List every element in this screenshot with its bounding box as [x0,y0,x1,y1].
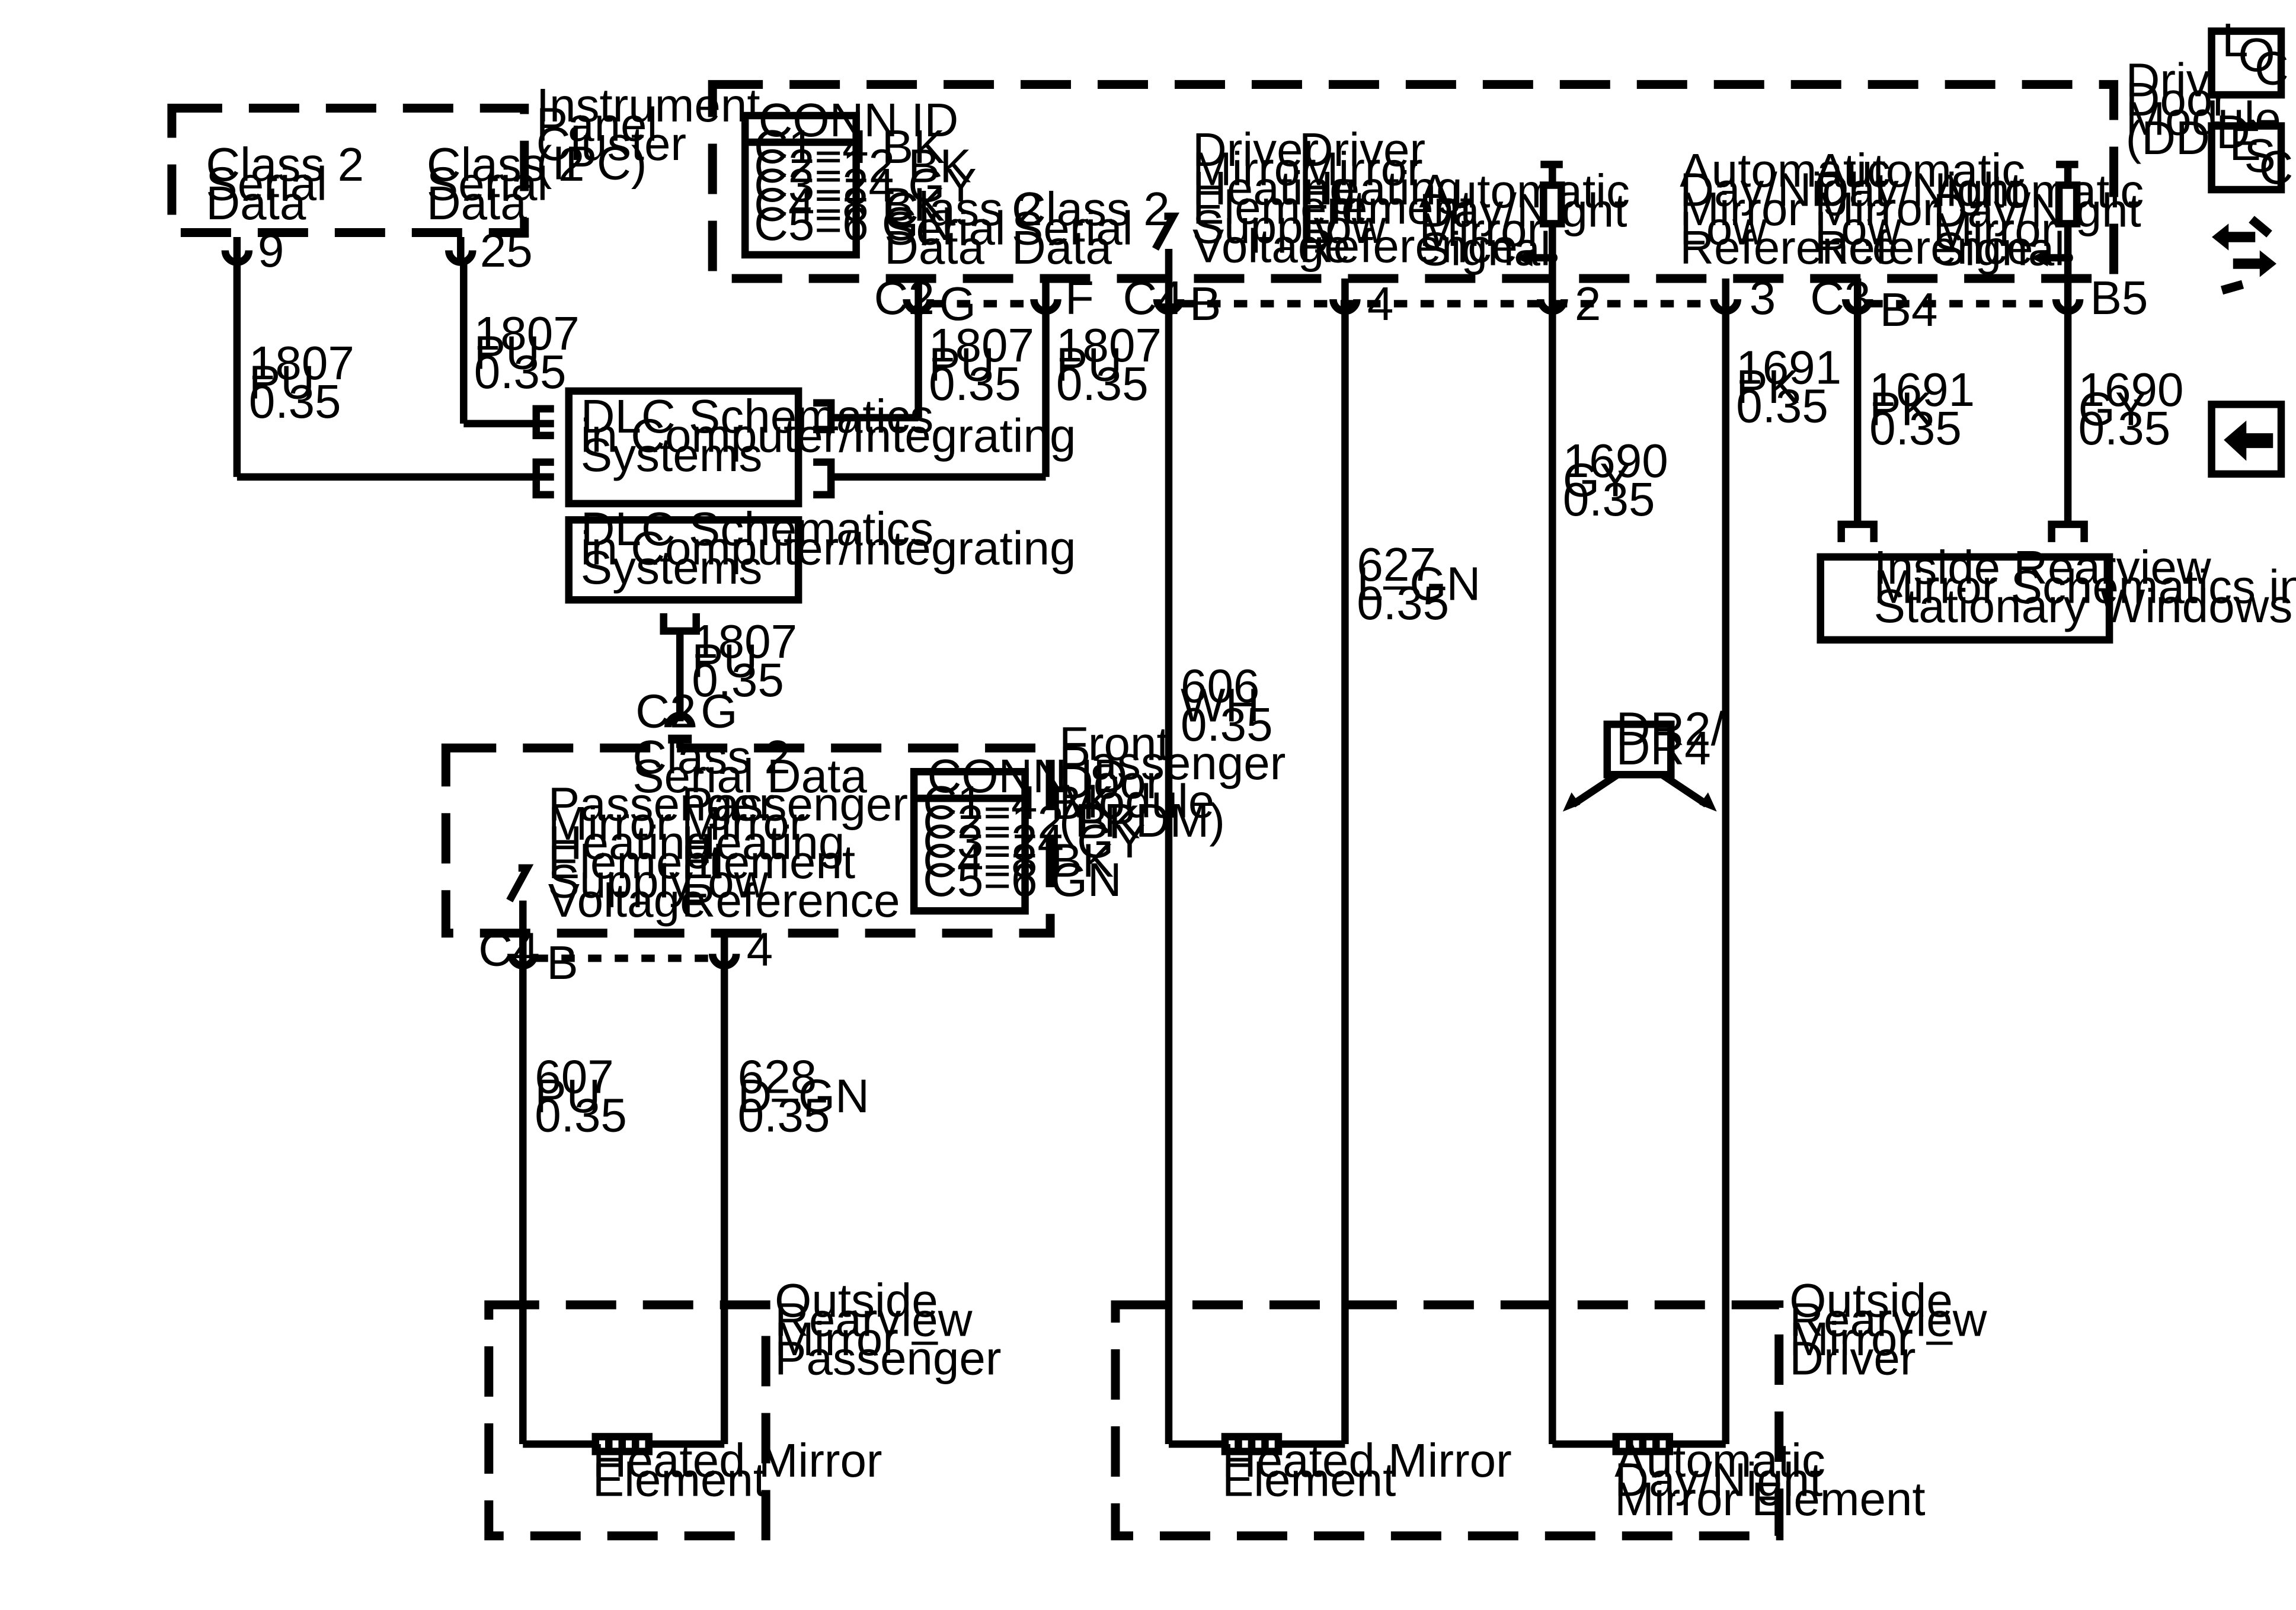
ddm-switch-icon [1152,212,1180,251]
svg-text:C1=4 BKC2=12 BKC3=24 GYC4=8 BK: C1=4 BKC2=12 BKC3=24 GYC4=8 BKC5=6 GN [754,120,977,250]
ipc-pin-9-num: 9 [258,224,284,277]
svg-text:CONN ID: CONN ID [928,750,1128,802]
svg-text:C1=4 BKC2=12 BKC3=24 GYC4=8 BK: C1=4 BKC2=12 BKC3=24 GYC4=8 BKC5=6 GN [923,776,1146,906]
ddm-class2-f-pin: F [1065,271,1094,324]
ddm-wire-1691-label: 1691PK0.35 [1736,341,1841,432]
svg-text:CONN ID: CONN ID [759,94,959,146]
ipc-pin-25-num: 25 [480,224,533,277]
resistor-b5-icon [2030,161,2081,296]
heating-element-icon [591,1433,653,1455]
fpdm-conn-id-table: CONN ID C1=4 BKC2=12 BKC3=24 GYC4=8 BKC5… [910,750,1146,915]
ddm-pin-b4-num: B4 [1880,283,1938,336]
outside-mirror-driver: OutsideRearviewMirror –Driver Heated Mir… [1111,1274,1987,1541]
fpdm-class2-name: Class 2Serial Data [632,731,867,802]
ddm-pin-b-conn: C4 [1123,271,1184,324]
ddm-pin-b5-num: B5 [2090,271,2148,324]
svg-text:C: C [2259,141,2294,194]
dlc-box-2[interactable]: DLC Schematicsin Computer/IntegratingSys… [565,502,1076,635]
ddm-class2-f-name: Class 2SerialData [1012,183,1170,274]
fpdm-pin-4-name: PassengerMirrorHeatingElementLowReferenc… [682,778,908,927]
dlc-box-2-label: DLC Schematicsin Computer/IntegratingSys… [581,502,1076,594]
ipc-label: InstrumentPanelCluster(IPC) [536,79,760,189]
heated-element-passenger-label: Heated MirrorElement [593,1434,882,1506]
svg-text:DR2/DR4: DR2/DR4 [1616,702,1725,774]
svg-text:E: E [2230,117,2261,170]
auto-dimming-element-icon [1612,1433,1674,1455]
heating-element-driver-icon [1221,1433,1283,1455]
svg-text:C: C [2255,42,2289,95]
fpdm-pin-b-conn: C4 [478,923,539,976]
ddm-pin-b-name: DriverMirrorHeatingElementSupplyVoltage [1192,123,1366,272]
resistor-pin2-icon [1515,161,1565,296]
outside-mirror-passenger: OutsideRearviewMirror –Passenger Heated … [484,1274,1001,1541]
svg-text:S: S [2244,129,2276,182]
ipc-wire-9-label: 1807PU0.35 [249,337,354,428]
fpdm-wire-607-label: 607PU0.35 [535,1051,627,1142]
ddm-wire-627-label: 627L–GN0.35 [1357,538,1480,629]
fpdm-pin-b-name: PassengerMirrorHeatingElementSupplyVolta… [548,778,775,927]
svg-text:D: D [2216,105,2250,158]
ddm-pin-b-num: B [1189,277,1221,330]
ipc-pin-9-name: Class 2SerialData [206,138,364,229]
ddm-wire-b4-label: 1691PK0.35 [1869,363,1975,454]
desc-icon[interactable]: D E S C [2208,105,2294,194]
ddm-module: DriverDoorModule(DDM) CONN ID C1=4 BKC2=… [708,54,2281,336]
fpdm-module: C2 G FrontPassengerDoorModule(FPDM) Clas… [441,684,1285,989]
ddm-conn-id-table: CONN ID C1=4 BKC2=12 BKC3=24 GYC4=8 BKC5… [741,94,977,259]
ddm-class2-conn: C2 [874,271,935,324]
dlc-wire-label: 1807PU0.35 [692,615,797,706]
mirror-driver-label: OutsideRearviewMirror –Driver [1789,1274,1987,1384]
ddm-class2-f-wire-label: 1807PU0.35 [1056,319,1162,410]
ddm-pin-b4-conn: C3 [1810,271,1870,324]
loc-icon[interactable]: L O C [2208,14,2289,99]
ipc-wire-25-label: 1807PU0.35 [474,307,580,398]
ddm-pin-b4-name: AutomaticDay/NightMirrorLowReference [1815,144,2033,274]
ddm-class2-g-pin: G [939,277,976,330]
ddm-pin-2-name: AutomaticDay/NightMirrorSignal [1419,165,1630,275]
ddm-pin-3-name: AutomaticDay/NightMirrorLowReference [1680,144,1898,274]
ddm-pin-2-num: 2 [1575,277,1601,330]
ddm-pin-3-num: 3 [1750,271,1776,324]
inside-mirror-label: Inside RearviewMirror Schematics inStati… [1874,541,2296,632]
ddm-class2-g-wire-label: 1807PU0.35 [929,319,1034,410]
mirror-passenger-label: OutsideRearviewMirror –Passenger [775,1274,1001,1384]
dlc-box-1[interactable]: DLC Schematicsin Computer/IntegratingSys… [532,387,1076,508]
back-arrow-icon[interactable] [2208,401,2285,478]
fpdm-pin-b-num: B [546,936,578,989]
connector-tool-icon[interactable] [2212,216,2277,295]
ddm-wire-606-label: 606WH0.35 [1181,660,1273,751]
heated-element-driver-label: Heated MirrorElement [1222,1434,1512,1506]
fpdm-class2-conn: C2 [635,684,696,737]
ipc-pin-25-name: Class 2SerialData [427,138,585,229]
dr2-dr4-option: DR2/DR4 [1562,702,1725,812]
ddm-wire-1690-label: 1690GY0.35 [1563,434,1668,526]
ddm-wire-b5-label: 1690GY0.35 [2078,363,2184,454]
svg-text:L: L [2222,14,2248,66]
fpdm-class2-pin: G [701,684,737,737]
fpdm-switch-icon [506,864,534,902]
fpdm-pin-4-num: 4 [747,923,773,976]
svg-text:O: O [2239,28,2275,81]
ipc-module: InstrumentPanelCluster(IPC) Class 2Seria… [167,79,760,277]
fpdm-wire-628-label: 628D–GN0.35 [738,1051,869,1142]
ddm-pin-b5-name: AutomaticDay/NightMirrorSignal [1933,165,2144,275]
auto-dimming-element-label: AutomaticDay/NightMirror Element [1614,1434,1925,1525]
inside-mirror-box[interactable]: Inside RearviewMirror Schematics inStati… [1817,520,2296,644]
ddm-pin-4-name: DriverMirrorHeatingElementLowReference [1299,123,1518,272]
ddm-pin-4-num: 4 [1367,277,1393,330]
ddm-class2-g-name: Class 2SerialData [884,183,1043,274]
